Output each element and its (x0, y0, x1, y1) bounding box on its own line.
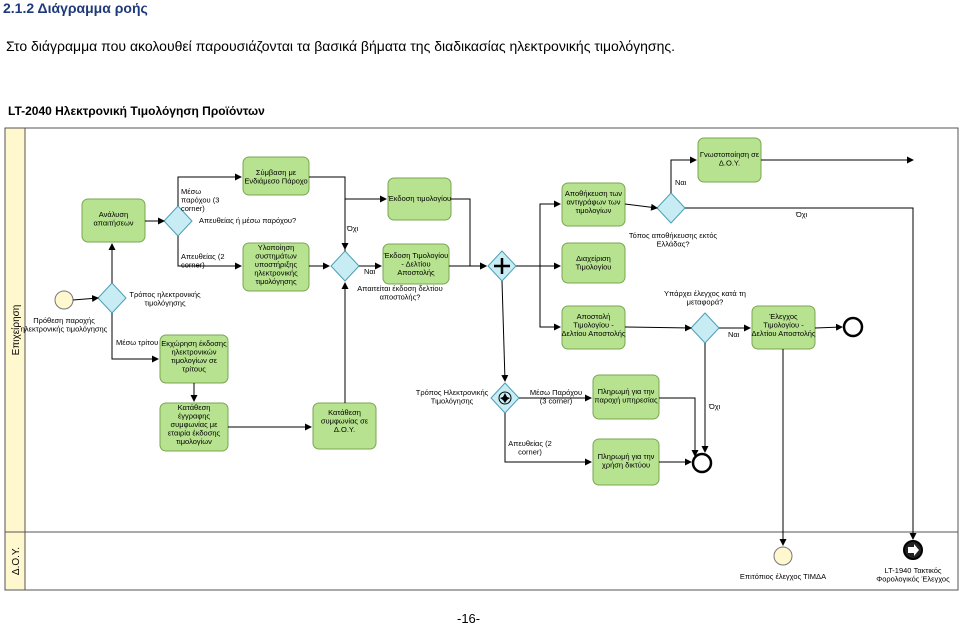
flow-parallel-event (501, 280, 509, 382)
event-gateway-icon (498, 391, 512, 405)
end-event-2 (842, 316, 864, 338)
link-arrow-icon (908, 544, 919, 556)
flow-check-end (814, 323, 843, 331)
flow-gw-third (111, 313, 159, 363)
random-check-label: Επιτόπιος έλεγχος ΤΙΜΔΑ (740, 572, 826, 581)
page-number: -16- (457, 611, 481, 626)
svg-text:Έκδοση τιμολογίου: Έκδοση τιμολογίου (387, 194, 451, 203)
gateway-approval (330, 250, 360, 282)
no-label-2: Όχι (795, 210, 808, 219)
flow-dispatch-gw (624, 324, 692, 332)
flow-gw-notify (670, 156, 697, 193)
flow-approval-issue (344, 195, 387, 251)
start-event (54, 290, 74, 310)
task-issue: Έκδοση τιμολογίου (387, 177, 452, 221)
yes-label-3: Ναι (728, 330, 740, 339)
svg-text:Γνωστοποίηση σεΔ.Ο.Υ.: Γνωστοποίηση σεΔ.Ο.Υ. (700, 150, 760, 168)
flow-gw-contract (177, 173, 242, 206)
intro-paragraph: Στο διάγραμμα που ακολουθεί παρουσιάζοντ… (6, 38, 675, 54)
yes-label-1: Ναι (364, 267, 376, 276)
flow-pay-service-end (659, 397, 699, 457)
flow-start-gw (72, 294, 99, 302)
lane-header-tax-office (4, 531, 26, 591)
no-label-3: Όχι (708, 402, 721, 411)
flow-event-pay-network (504, 413, 592, 466)
plus-icon (494, 258, 510, 274)
end-event-1 (691, 452, 713, 474)
yes-label-2: Ναι (675, 178, 687, 187)
via-provider-label-2: Μέσω Παρόχου(3 corner) (530, 388, 582, 406)
lane-label-business: Επιχείρηση (10, 305, 22, 356)
flow-gw-no-storage (685, 207, 917, 540)
flow-store-gw (624, 203, 658, 211)
flow-gw-systems (177, 236, 242, 270)
diagram-title: LT-2040 Ηλεκτρονική Τιμολόγηση Προϊόντων (8, 104, 265, 118)
random-check-event (773, 546, 793, 566)
gateway-storage (656, 192, 686, 224)
section-heading: 2.1.2 Διάγραμμα ροής (3, 0, 148, 16)
no-label-1: Όχι (346, 224, 359, 233)
flow-parallel-dispatch (539, 266, 561, 331)
via-third-label: Μέσω τρίτου (116, 338, 158, 347)
direct-or-provider-label: Απευθείας ή μέσω παρόχου? (199, 216, 296, 225)
lane-label-tax-office: Δ.Ο.Υ. (11, 547, 22, 575)
event-gateway-star (500, 393, 510, 403)
